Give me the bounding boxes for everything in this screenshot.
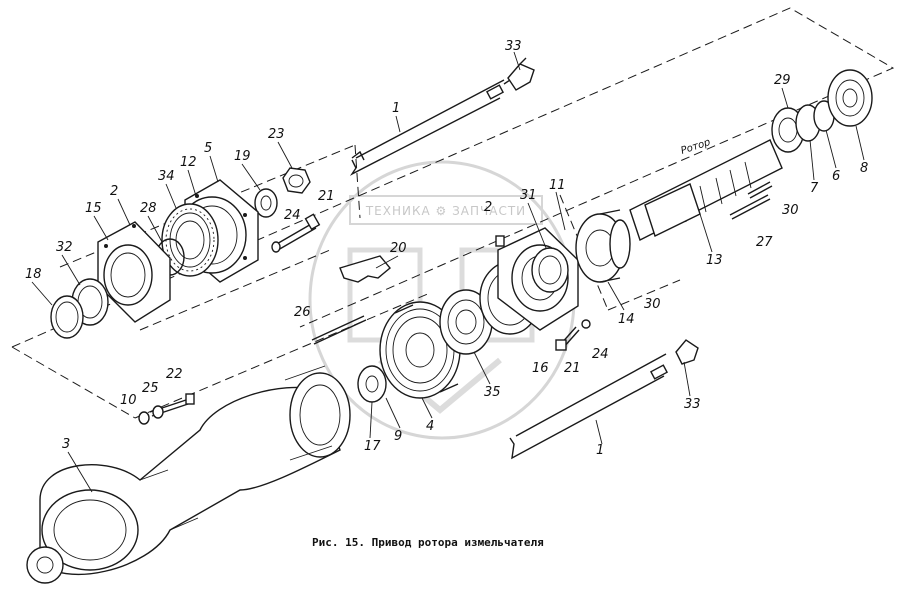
callout-30-lower: 30 [644, 297, 661, 312]
callout-9: 9 [394, 429, 402, 444]
callout-10: 10 [120, 393, 137, 408]
callout-2-right: 2 [484, 200, 492, 215]
part-21-bolt-upper [271, 213, 321, 253]
part-33-fitting-lower [675, 339, 699, 365]
part-26-pin [311, 315, 367, 345]
part-8-pulley-right [827, 69, 873, 127]
callout-8: 8 [860, 161, 868, 176]
assembly-frame-lines [11, 7, 895, 419]
part-19-washer [254, 188, 278, 218]
part-30-key-right [747, 181, 773, 199]
part-35-bearing [439, 289, 493, 355]
callout-1-top: 1 [392, 101, 400, 116]
callout-22: 22 [166, 367, 183, 382]
callout-21-lower: 21 [564, 361, 581, 376]
part-1-tube-lower [509, 353, 669, 460]
callout-24-lower: 24 [592, 347, 609, 362]
callout-32: 32 [56, 240, 73, 255]
part-2-bolt-lower [495, 235, 505, 247]
part-31-seal [531, 247, 569, 293]
callout-16: 16 [532, 361, 549, 376]
part-18-ring [50, 295, 84, 339]
part-20-key-plate [339, 255, 391, 283]
callout-6: 6 [832, 169, 840, 184]
callout-33-top: 33 [505, 39, 522, 54]
callout-29: 29 [774, 73, 791, 88]
callout-27: 27 [756, 235, 773, 250]
callout-4: 4 [426, 419, 434, 434]
callout-18: 18 [25, 267, 42, 282]
part-9-washer [357, 365, 387, 403]
callout-30-right: 30 [782, 203, 799, 218]
callout-26: 26 [294, 305, 311, 320]
callout-labels: 33 1 23 5 12 34 19 2 15 28 21 24 32 18 2… [25, 39, 868, 458]
callout-17: 17 [364, 439, 381, 454]
part-14-flange [575, 209, 631, 283]
callout-12: 12 [180, 155, 197, 170]
watermark-text: ТЕХНИКА ⚙ ЗАПЧАСТИ [365, 204, 526, 218]
callout-35: 35 [484, 385, 501, 400]
callout-34: 34 [158, 169, 175, 184]
callout-31: 31 [520, 188, 537, 203]
callout-1-lower: 1 [596, 443, 604, 458]
callout-33-lower: 33 [684, 397, 701, 412]
callout-15: 15 [85, 201, 102, 216]
callout-20: 20 [390, 241, 407, 256]
callout-21-upper: 21 [318, 189, 335, 204]
part-3-cardan-shaft [26, 365, 351, 584]
part-23-nut [282, 167, 311, 194]
callout-13: 13 [706, 253, 723, 268]
part-33-fitting-top [503, 57, 535, 91]
callout-14: 14 [618, 312, 635, 327]
callout-19: 19 [234, 149, 251, 164]
callout-3: 3 [62, 437, 70, 452]
leader-lines [31, 51, 865, 493]
figure-caption: Рис. 15. Привод ротора измельчателя [312, 536, 544, 549]
part-27-pin [729, 194, 771, 220]
part-21-bolt-lower [555, 319, 591, 351]
callout-7: 7 [810, 181, 819, 196]
part-22-bolt-lower-left [138, 393, 195, 425]
callout-25: 25 [142, 381, 159, 396]
callout-28: 28 [140, 201, 157, 216]
callout-24-upper: 24 [284, 208, 301, 223]
part-13-rotor-shaft [629, 139, 783, 241]
callout-5: 5 [204, 141, 212, 156]
callout-2-left: 2 [110, 184, 118, 199]
callout-11: 11 [549, 178, 566, 193]
part-1-tube-top [349, 79, 505, 176]
callout-23: 23 [268, 127, 285, 142]
